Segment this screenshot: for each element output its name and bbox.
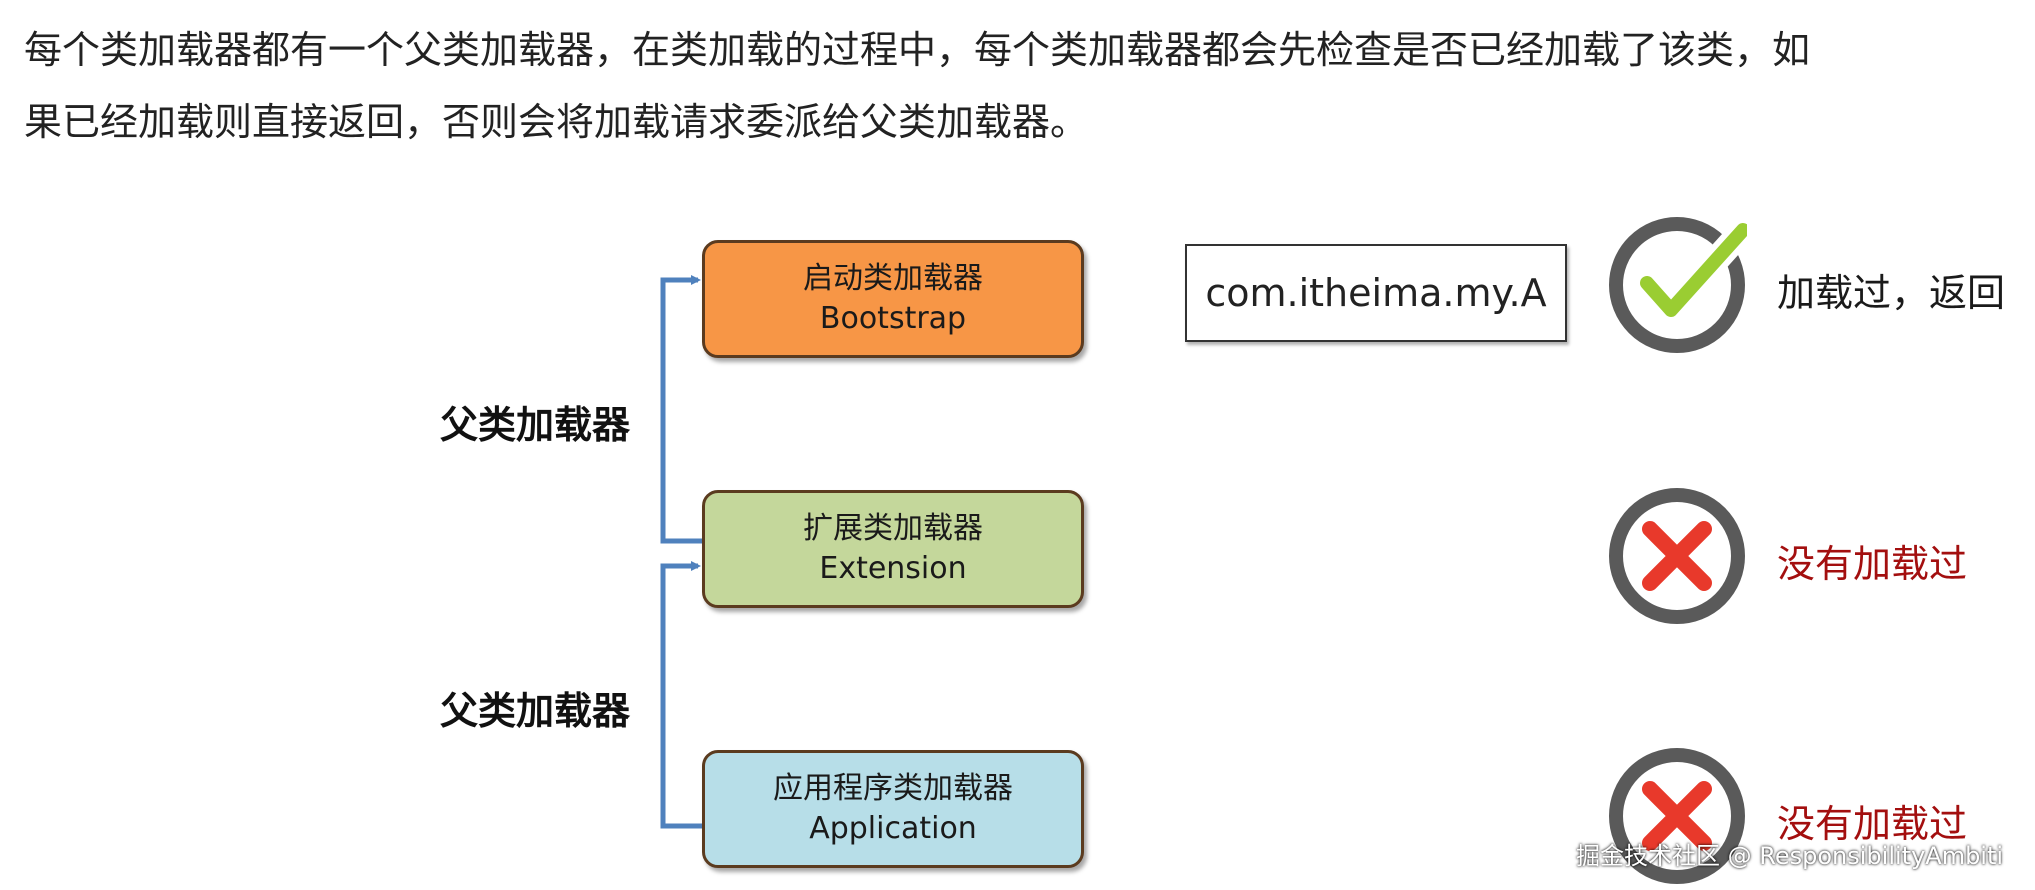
- status-text-loaded: 加载过，返回: [1777, 271, 2006, 315]
- cross-icon: [1609, 748, 1745, 884]
- intro-line-1: 每个类加载器都有一个父类加载器，在类加载的过程中，每个类加载器都会先检查是否已经…: [24, 28, 1811, 72]
- extension-loader-en: Extension: [819, 551, 967, 586]
- parent-loader-label-lower: 父类加载器: [440, 689, 631, 733]
- bootstrap-loader-cn: 启动类加载器: [803, 261, 983, 296]
- status-text-not-loaded: 没有加载过: [1777, 802, 1968, 846]
- bootstrap-loader-box: 启动类加载器 Bootstrap: [702, 240, 1084, 358]
- class-name-box: com.itheima.my.A: [1185, 244, 1567, 342]
- status-text-not-loaded: 没有加载过: [1777, 542, 1968, 586]
- application-loader-cn: 应用程序类加载器: [773, 771, 1013, 806]
- parent-loader-label-upper: 父类加载器: [440, 403, 631, 447]
- cross-icon: [1609, 488, 1745, 624]
- application-loader-box: 应用程序类加载器 Application: [702, 750, 1084, 868]
- check-icon: [1609, 215, 1747, 353]
- extension-loader-cn: 扩展类加载器: [803, 511, 983, 546]
- arrow-application-to-extension: [660, 561, 702, 829]
- arrow-extension-to-bootstrap: [660, 275, 702, 544]
- extension-loader-box: 扩展类加载器 Extension: [702, 490, 1084, 608]
- intro-line-2: 果已经加载则直接返回，否则会将加载请求委派给父类加载器。: [24, 100, 1089, 144]
- watermark: 掘金技术社区 @ ResponsibilityAmbiti: [1576, 842, 2004, 870]
- intro-paragraph: 每个类加载器都有一个父类加载器，在类加载的过程中，每个类加载器都会先检查是否已经…: [24, 14, 2004, 158]
- application-loader-en: Application: [809, 811, 977, 846]
- bootstrap-loader-en: Bootstrap: [819, 301, 967, 336]
